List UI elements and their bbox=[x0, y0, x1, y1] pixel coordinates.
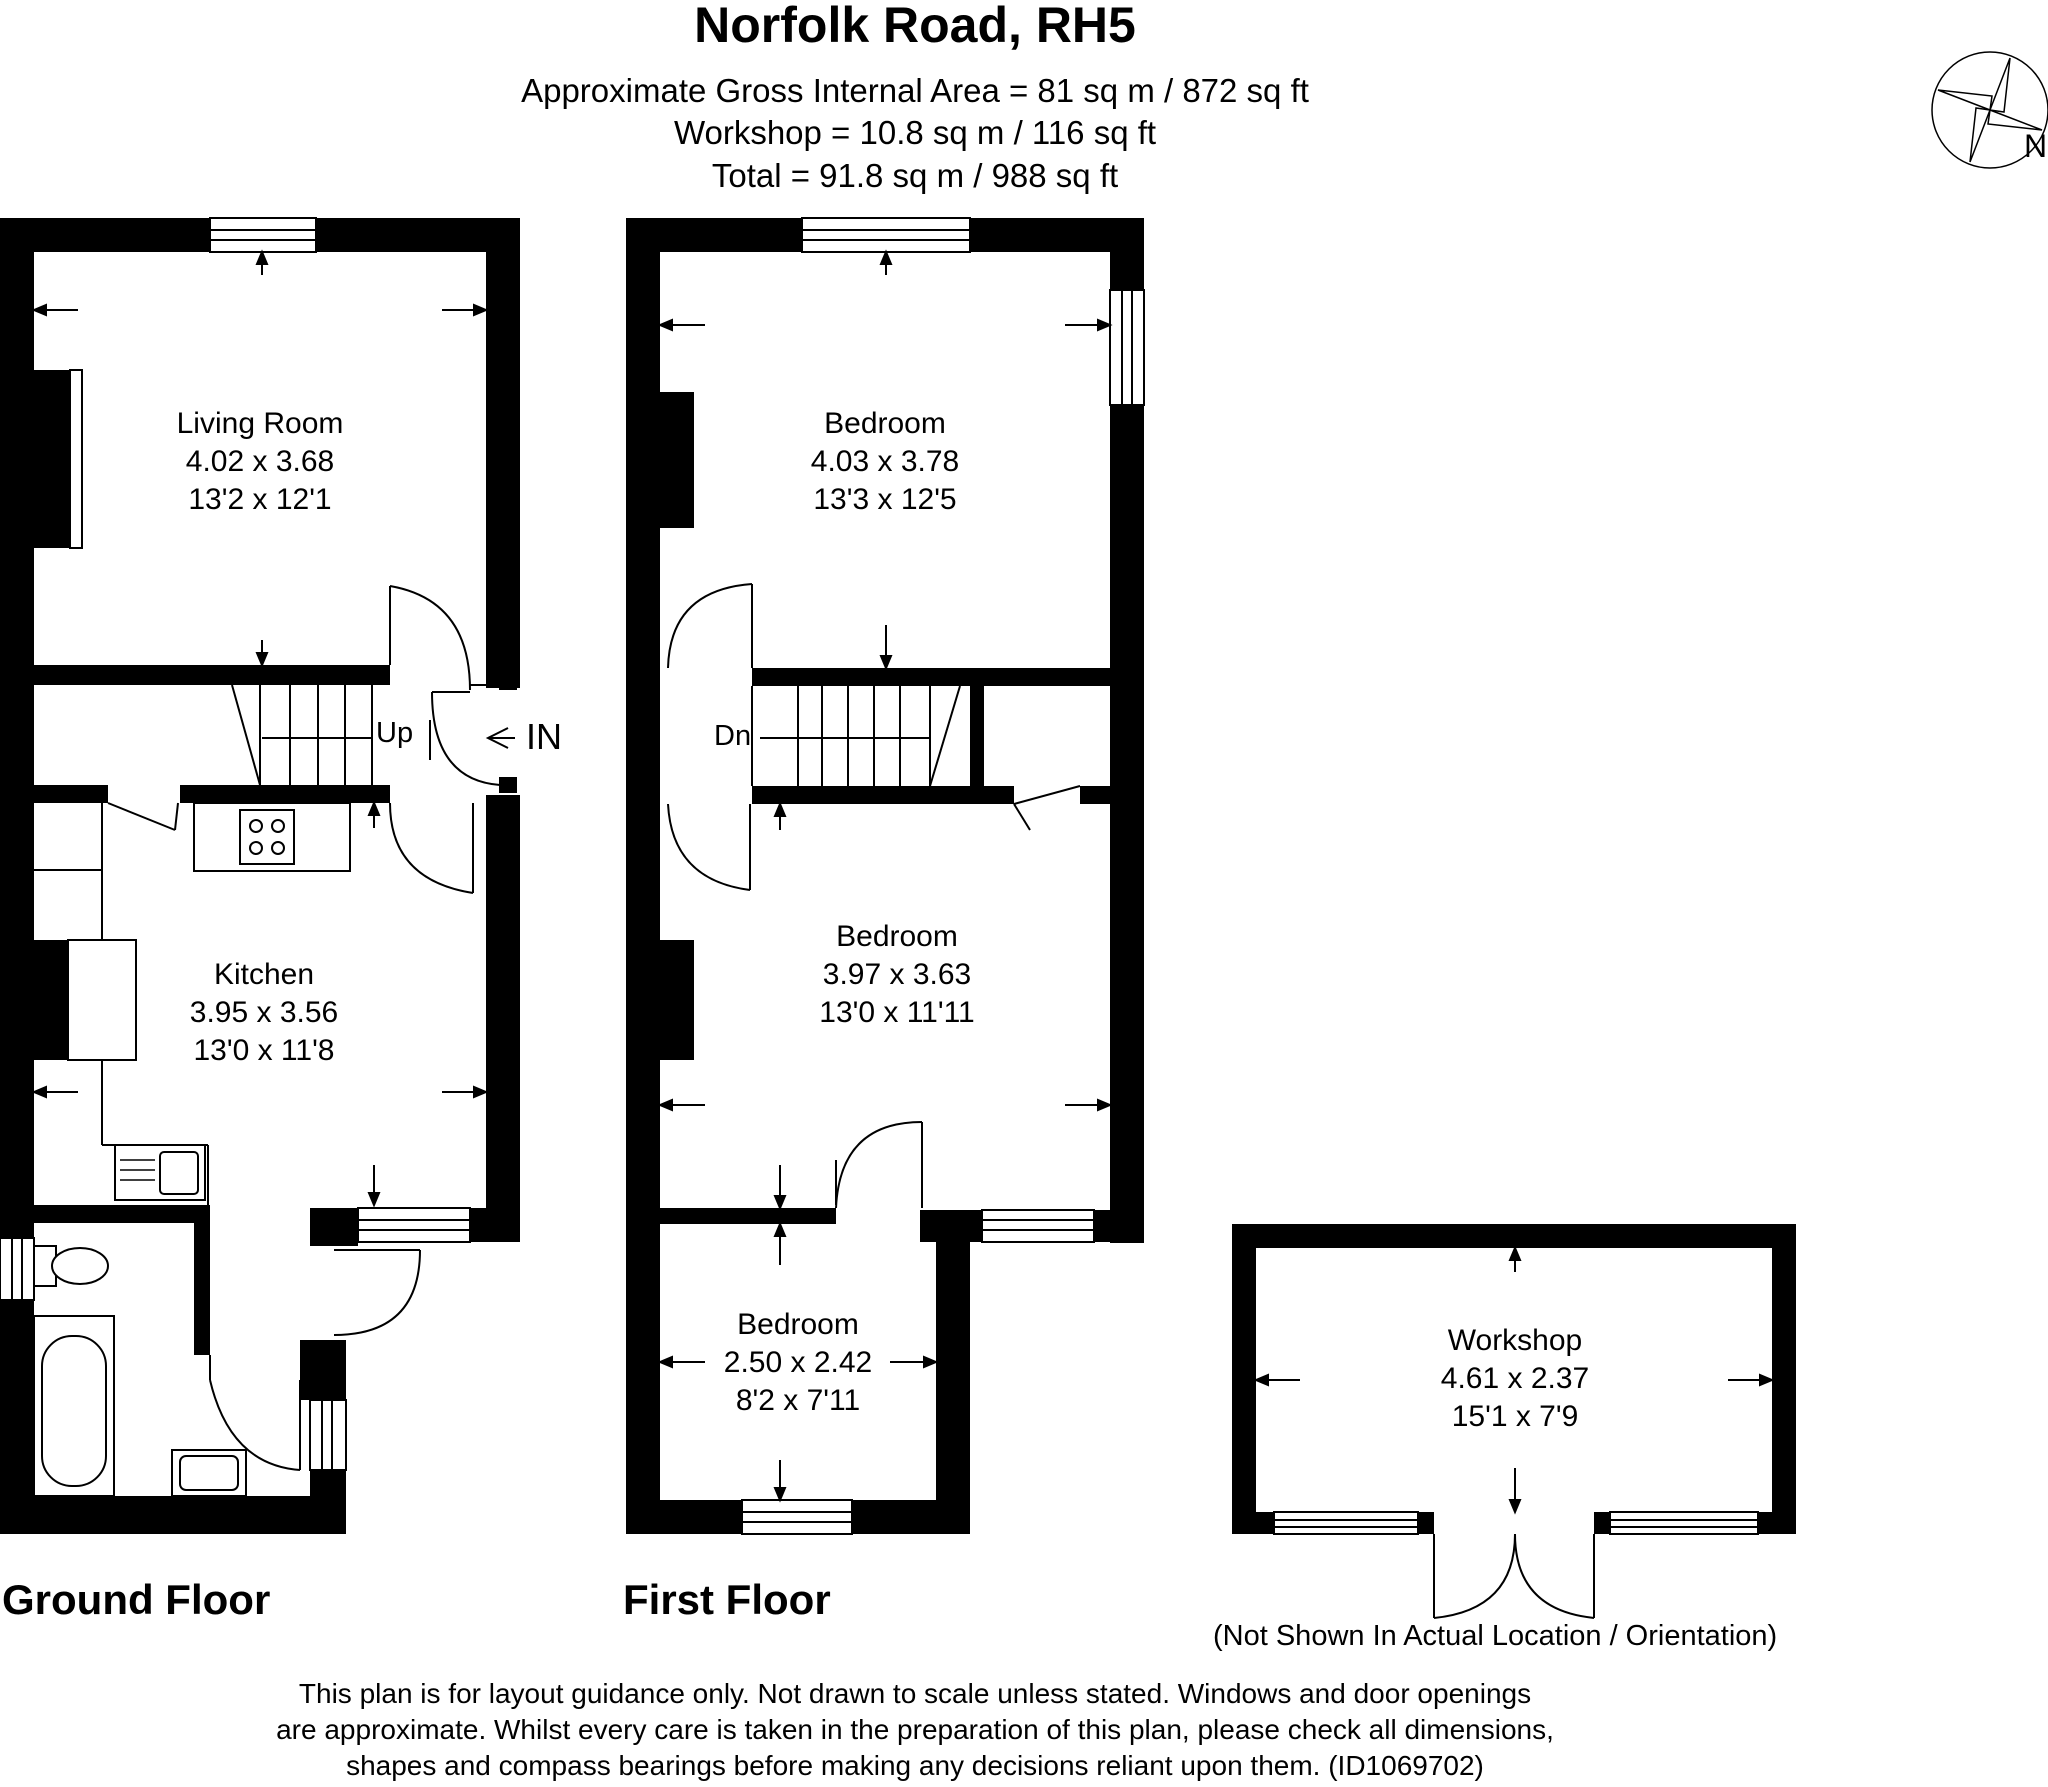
room-imperial: 15'1 x 7'9 bbox=[1451, 1400, 1579, 1433]
room-name: Bedroom bbox=[737, 1308, 859, 1341]
room-bedroom-1: Bedroom 4.03 x 3.78 13'3 x 12'5 bbox=[785, 405, 985, 519]
room-name: Kitchen bbox=[213, 958, 315, 991]
room-name: Workshop bbox=[1447, 1324, 1583, 1357]
total-area: Total = 91.8 sq m / 988 sq ft bbox=[711, 157, 1119, 194]
stairs-up-label: Up bbox=[376, 717, 414, 749]
disclaimer: This plan is for layout guidance only. N… bbox=[0, 1676, 1830, 1784]
room-bedroom-2: Bedroom 3.97 x 3.63 13'0 x 11'11 bbox=[797, 918, 997, 1032]
compass-rose-icon bbox=[1931, 51, 2048, 169]
room-living-room: Living Room 4.02 x 3.68 13'2 x 12'1 bbox=[160, 405, 360, 519]
disclaimer-line: This plan is for layout guidance only. N… bbox=[298, 1678, 1532, 1709]
room-metric: 3.97 x 3.63 bbox=[822, 958, 972, 991]
room-metric: 2.50 x 2.42 bbox=[723, 1346, 873, 1379]
first-floor-plan bbox=[626, 217, 1145, 1535]
room-imperial: 13'0 x 11'8 bbox=[193, 1034, 335, 1067]
plan-title: Norfolk Road, RH5 bbox=[694, 0, 1136, 53]
room-kitchen: Kitchen 3.95 x 3.56 13'0 x 11'8 bbox=[164, 956, 364, 1070]
room-imperial: 13'0 x 11'11 bbox=[819, 996, 975, 1029]
room-name: Living Room bbox=[176, 407, 344, 440]
gross-internal-area: Approximate Gross Internal Area = 81 sq … bbox=[521, 72, 1309, 109]
room-metric: 4.03 x 3.78 bbox=[810, 445, 960, 478]
workshop-plan bbox=[1232, 1224, 1796, 1619]
room-workshop: Workshop 4.61 x 2.37 15'1 x 7'9 bbox=[1415, 1322, 1615, 1436]
workshop-location-note: (Not Shown In Actual Location / Orientat… bbox=[1213, 1620, 1778, 1652]
entrance-label: IN bbox=[526, 716, 562, 757]
room-bedroom-3: Bedroom 2.50 x 2.42 8'2 x 7'11 bbox=[698, 1306, 898, 1420]
workshop-area: Workshop = 10.8 sq m / 116 sq ft bbox=[673, 114, 1157, 151]
room-name: Bedroom bbox=[836, 920, 958, 953]
stairs-down-label: Dn bbox=[714, 720, 752, 752]
room-metric: 4.02 x 3.68 bbox=[185, 445, 335, 478]
room-metric: 4.61 x 2.37 bbox=[1440, 1362, 1590, 1395]
room-imperial: 13'3 x 12'5 bbox=[813, 483, 957, 516]
disclaimer-line: shapes and compass bearings before makin… bbox=[346, 1750, 1484, 1781]
room-metric: 3.95 x 3.56 bbox=[189, 996, 339, 1029]
room-name: Bedroom bbox=[824, 407, 946, 440]
ground-floor-label: Ground Floor bbox=[2, 1576, 271, 1623]
room-imperial: 13'2 x 12'1 bbox=[188, 483, 332, 516]
ground-floor-plan bbox=[0, 217, 520, 1534]
first-floor-label: First Floor bbox=[623, 1576, 831, 1623]
room-imperial: 8'2 x 7'11 bbox=[735, 1384, 861, 1417]
disclaimer-line: are approximate. Whilst every care is ta… bbox=[276, 1714, 1554, 1745]
compass-north-label: N bbox=[2024, 128, 2048, 164]
